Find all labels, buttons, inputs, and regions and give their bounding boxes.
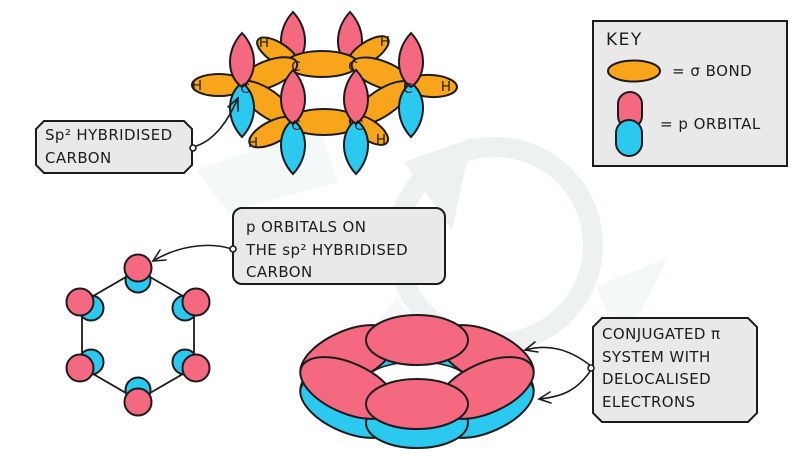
p-orbital-lobe-up <box>280 68 306 126</box>
p-orbital-lobe-down <box>398 81 424 139</box>
label-line: Sp² HYBRIDISED <box>45 126 173 144</box>
p-orbital-lobe-up <box>398 31 424 89</box>
label-line: CARBON <box>45 148 112 167</box>
p-orbital-lobe-up <box>343 68 369 126</box>
carbon-label: C <box>348 59 357 75</box>
hexagon-pink-lobes <box>65 253 211 417</box>
label-line: THE sp² HYBRIDISED <box>246 240 409 259</box>
carbon-label: C <box>291 59 300 75</box>
key-row-p-orbital: = p ORBITAL <box>606 90 774 158</box>
sigma-bonds <box>191 35 458 149</box>
hexagon-cyan-lobes <box>77 266 199 404</box>
hydrogen-label: H <box>248 135 258 151</box>
p-orbital-outer-lobe <box>181 353 211 383</box>
p-orbital-label: = p ORBITAL <box>660 115 761 133</box>
hydrogen-label: H <box>376 132 386 148</box>
p-orbital-outer-lobe <box>123 253 153 283</box>
pi-system-label-text: CONJUGATED π SYSTEM WITH DELOCALISED ELE… <box>592 317 758 417</box>
sp2-carbon-label-text: Sp² HYBRIDISED CARBON <box>35 120 193 173</box>
hydrogen-label: H <box>441 79 451 95</box>
key-row-sigma: = σ BOND <box>606 58 774 84</box>
tag-box-outline <box>35 120 193 174</box>
key-title: KEY <box>606 30 643 50</box>
hexagon-p-orbital-diagram <box>65 253 211 417</box>
label-line: SYSTEM WITH <box>602 347 711 366</box>
label-line: p ORBITALS ON <box>246 218 367 236</box>
back-p-orbitals <box>280 10 363 68</box>
p-orbital-outer-lobe <box>123 387 153 417</box>
carbon-label: C <box>354 118 363 134</box>
p-orbital-swatch <box>615 91 643 157</box>
label-line: CONJUGATED π <box>602 325 721 343</box>
pi-system-torus-diagram <box>299 314 535 449</box>
hydrogen-label: H <box>380 34 390 50</box>
label-line: DELOCALISED <box>602 370 712 388</box>
p-orbitals-label-box: p ORBITALS ON THE sp² HYBRIDISED CARBON <box>232 207 446 285</box>
p-orbital-outer-lobe <box>65 287 95 317</box>
label-line: ELECTRONS <box>602 392 696 411</box>
pi-lobe-top <box>365 378 469 430</box>
carbon-label: C <box>291 118 300 134</box>
label-line: CARBON <box>246 263 313 281</box>
p-orbitals-label-text: p ORBITALS ON THE sp² HYBRIDISED CARBON <box>236 212 442 288</box>
torus-top-pink-layer <box>299 314 535 430</box>
tag-box-outline <box>592 317 758 423</box>
pi-system-label-box: CONJUGATED π SYSTEM WITH DELOCALISED ELE… <box>592 317 758 423</box>
atom-labels: C C C C C C H H H H H H <box>192 34 451 151</box>
p-orbital-lobe-down <box>343 118 369 176</box>
key-legend: KEY = σ BOND = p ORBITAL <box>592 20 788 167</box>
hydrogen-label: H <box>192 78 202 94</box>
sigma-bond-shape <box>607 59 661 83</box>
watermark-wedge <box>404 138 472 230</box>
hydrogen-label: H <box>259 35 269 51</box>
pi-lobe-top <box>365 314 469 366</box>
benzene-orbital-diagram: C C C C C C H H H H H H <box>191 10 458 176</box>
sigma-bond-swatch <box>607 59 661 83</box>
p-orbital-outer-lobe <box>181 287 211 317</box>
front-p-orbitals <box>229 31 424 176</box>
carbon-label: C <box>240 81 249 97</box>
p-orbital-lobe-down <box>280 118 306 176</box>
sp2-carbon-label-box: Sp² HYBRIDISED CARBON <box>35 120 193 174</box>
p-orbital-bottom-lobe <box>615 119 643 157</box>
p-orbital-outer-lobe <box>65 353 95 383</box>
p-orbital-lobe-up <box>229 31 255 89</box>
sigma-bond-label: = σ BOND <box>672 62 753 80</box>
carbon-label: C <box>403 81 412 97</box>
